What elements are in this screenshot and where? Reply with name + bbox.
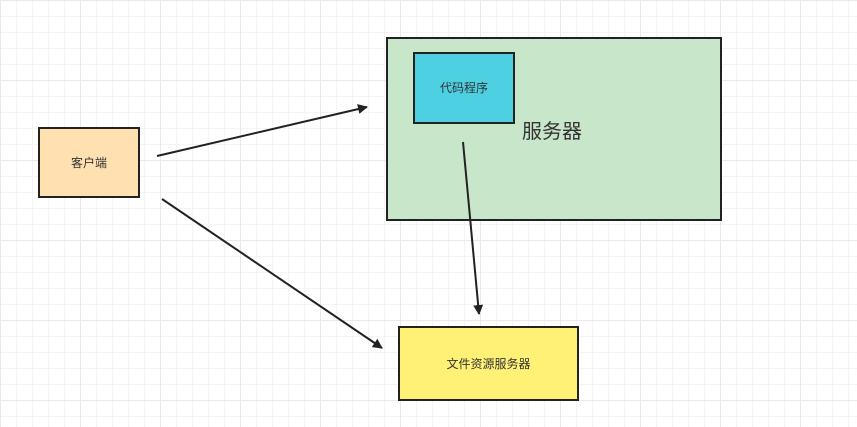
file-resource-server-node[interactable]: 文件资源服务器 bbox=[398, 326, 579, 401]
client-label: 客户端 bbox=[70, 155, 107, 170]
code-program-node[interactable]: 代码程序 bbox=[413, 52, 515, 124]
client-to-file-server-arrow bbox=[161, 198, 383, 349]
code-program-label: 代码程序 bbox=[439, 81, 488, 95]
file-resource-server-label: 文件资源服务器 bbox=[446, 356, 531, 371]
server-label: 服务器 bbox=[522, 119, 582, 143]
client-node[interactable]: 客户端 bbox=[38, 127, 140, 198]
client-to-server-arrow bbox=[156, 104, 368, 157]
